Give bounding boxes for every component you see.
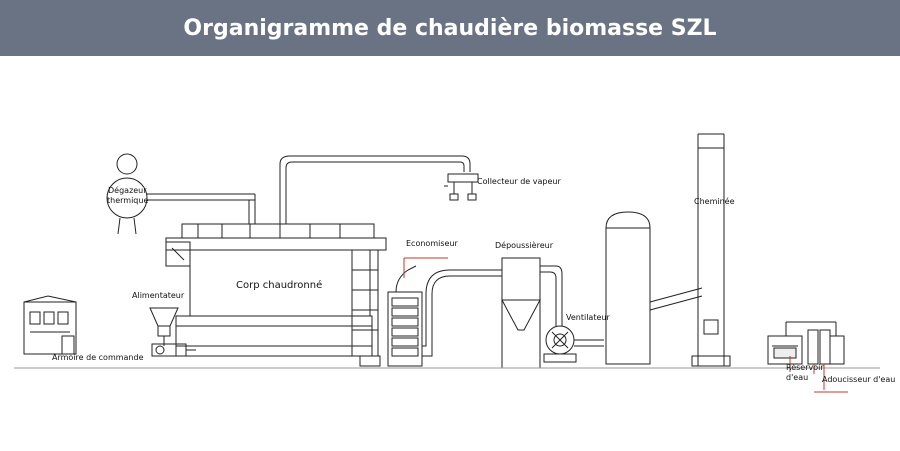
fan xyxy=(543,325,604,363)
scrubber-tower xyxy=(605,211,703,365)
label-depoussiereur: Dépoussièreur xyxy=(495,240,554,250)
deaerator xyxy=(106,153,256,235)
label-armoire: Armoire de commande xyxy=(52,353,144,362)
label-degazeur: Dégazeur xyxy=(108,185,147,195)
control-cabinet xyxy=(23,295,77,355)
label-alimentateur: Alimentateur xyxy=(132,291,185,300)
label-collecteur: Collecteur de vapeur xyxy=(477,177,561,186)
economizer xyxy=(387,265,423,367)
feeder xyxy=(149,307,196,357)
label-economiseur: Economiseur xyxy=(406,239,458,248)
flue-duct-1 xyxy=(422,269,502,357)
dust-collector xyxy=(501,257,563,368)
label-adoucisseur: Adoucisseur d'eau xyxy=(822,375,895,384)
label-corp: Corp chaudronné xyxy=(236,279,322,291)
label-reservoir: Réservoir xyxy=(786,362,824,372)
chimney xyxy=(691,133,731,367)
steam-pipe xyxy=(279,155,471,224)
leader-lines xyxy=(403,257,848,393)
label-cheminee: Cheminée xyxy=(694,196,735,206)
water-treatment xyxy=(767,321,845,365)
label-reservoir-eau: d'eau xyxy=(786,373,808,382)
label-thermique: thermique xyxy=(107,196,148,205)
steam-collector xyxy=(444,173,479,201)
diagram-svg: Dégazeur thermique Collecteur de vapeur … xyxy=(14,133,895,393)
label-ventilateur: Ventilateur xyxy=(566,313,610,322)
boiler-diagram: Dégazeur thermique Collecteur de vapeur … xyxy=(0,56,900,447)
page-title: Organigramme de chaudière biomasse SZL xyxy=(183,15,717,41)
boiler-body xyxy=(165,223,387,367)
page-header: Organigramme de chaudière biomasse SZL xyxy=(0,0,900,56)
